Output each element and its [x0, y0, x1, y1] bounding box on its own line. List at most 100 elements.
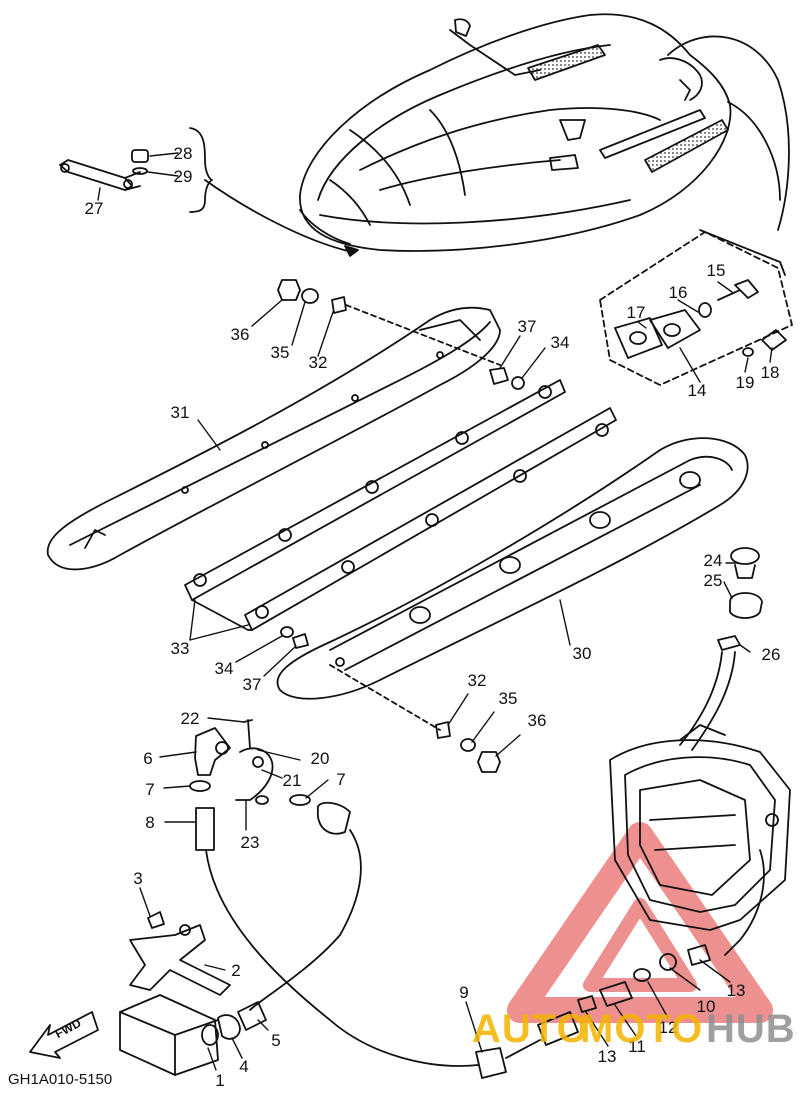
watermark-logo: AUTO MOTO HUB [472, 1007, 796, 1051]
diagram-code: GH1A010-5150 [8, 1071, 112, 1088]
part-5-hose [237, 1001, 267, 1031]
part-7-clamp-a [189, 780, 211, 792]
hose-stub [317, 801, 351, 835]
part-29-washer [132, 167, 148, 175]
callout-33: 33 [171, 639, 190, 658]
callout-21: 21 [283, 771, 302, 790]
callout-28: 28 [174, 144, 193, 163]
hose-segment [537, 1011, 579, 1046]
callout-18: 18 [761, 363, 780, 382]
callout-32: 32 [309, 353, 328, 372]
part-36-nut [277, 279, 301, 301]
cable-to-hull [204, 179, 353, 253]
part-25-grommet [729, 592, 763, 619]
part-37-nut-b [292, 633, 309, 649]
callout-labels: 28 29 27 36 35 32 37 34 31 15 16 17 18 1… [85, 144, 781, 1090]
callout-37: 37 [518, 317, 537, 336]
part-18-bolt [761, 329, 787, 351]
callout-3: 3 [133, 869, 142, 888]
callout-1: 1 [215, 1071, 224, 1090]
part-37-nut [489, 367, 509, 385]
callout-8: 8 [145, 813, 154, 832]
part-35-washer-b [460, 738, 476, 752]
part-31-sponson [46, 306, 501, 571]
callout-32b: 32 [468, 671, 487, 690]
part-16-disc [698, 302, 712, 318]
watermark-logo-triangle [507, 822, 773, 1023]
callout-19: 19 [736, 373, 755, 392]
part-13-clamp-a [687, 944, 711, 966]
callout-13b: 13 [598, 1047, 617, 1066]
callout-20: 20 [311, 749, 330, 768]
callout-13a: 13 [727, 981, 746, 1000]
part-20-21-clamp [235, 747, 274, 805]
part-1-box [119, 994, 219, 1076]
part-35-washer [301, 288, 319, 304]
hose-long [205, 849, 479, 1067]
watermark-auto: AUTO [472, 1007, 589, 1051]
callout-4: 4 [239, 1057, 248, 1076]
callout-bracket-left [189, 127, 213, 213]
part-8-hose [195, 807, 215, 851]
callout-12: 12 [659, 1018, 678, 1037]
callout-17: 17 [627, 303, 646, 322]
part-2-bracket [129, 924, 231, 996]
callout-23: 23 [241, 833, 260, 852]
part-13-clamp-b [577, 995, 597, 1013]
part-22-screw [243, 719, 253, 749]
water-pipe [679, 651, 723, 746]
watermark-hub: HUB [706, 1007, 796, 1051]
callout-14: 14 [688, 381, 707, 400]
part-36-nut-b [477, 751, 501, 773]
part-28-nut [131, 149, 149, 163]
callout-7b: 7 [336, 770, 345, 789]
cable-to-assembly [667, 35, 790, 231]
callout-36: 36 [231, 325, 250, 344]
part-15-valve [717, 279, 759, 301]
callout-34b: 34 [215, 659, 234, 678]
part-7-clamp-b [289, 794, 311, 806]
callout-15: 15 [707, 261, 726, 280]
part-19-washer [742, 347, 754, 357]
callout-9: 9 [459, 983, 468, 1002]
part-10-gasket [659, 953, 677, 971]
callout-6: 6 [143, 749, 152, 768]
watercraft-hull [299, 13, 732, 252]
part-32-collar [331, 296, 347, 314]
callout-10: 10 [697, 997, 716, 1016]
callout-22: 22 [181, 709, 200, 728]
part-33-mounting-strips [184, 379, 617, 631]
callout-34: 34 [551, 333, 570, 352]
part-24-cap [730, 547, 760, 579]
callout-5: 5 [271, 1031, 280, 1050]
callout-leaders [97, 152, 773, 1071]
part-4-ring [217, 1014, 241, 1040]
part-12-washer [633, 968, 651, 982]
callout-16: 16 [669, 283, 688, 302]
callout-25: 25 [704, 571, 723, 590]
callout-31: 31 [171, 403, 190, 422]
part-3-screw [147, 911, 165, 929]
callout-36b: 36 [528, 711, 547, 730]
fwd-arrow-icon [29, 1011, 99, 1059]
callout-37b: 37 [243, 675, 262, 694]
part-30-sponson [276, 437, 749, 700]
assembly-14-box [599, 231, 793, 386]
callout-29: 29 [174, 167, 193, 186]
watermark-moto: MOTO [580, 1007, 703, 1051]
callout-2: 2 [231, 961, 240, 980]
part-11-fitting [599, 981, 633, 1007]
callout-35: 35 [271, 343, 290, 362]
callout-11: 11 [628, 1037, 646, 1056]
callout-27: 27 [85, 199, 104, 218]
callout-35b: 35 [499, 689, 518, 708]
part-34-washer [511, 376, 525, 390]
part-17-gasket [614, 317, 663, 359]
bolt-row-upper [193, 385, 552, 587]
callout-26: 26 [762, 645, 781, 664]
callout-30: 30 [573, 644, 592, 663]
bolt-row-lower [255, 423, 609, 619]
part-9-collar [475, 1047, 507, 1079]
callout-24: 24 [704, 551, 723, 570]
